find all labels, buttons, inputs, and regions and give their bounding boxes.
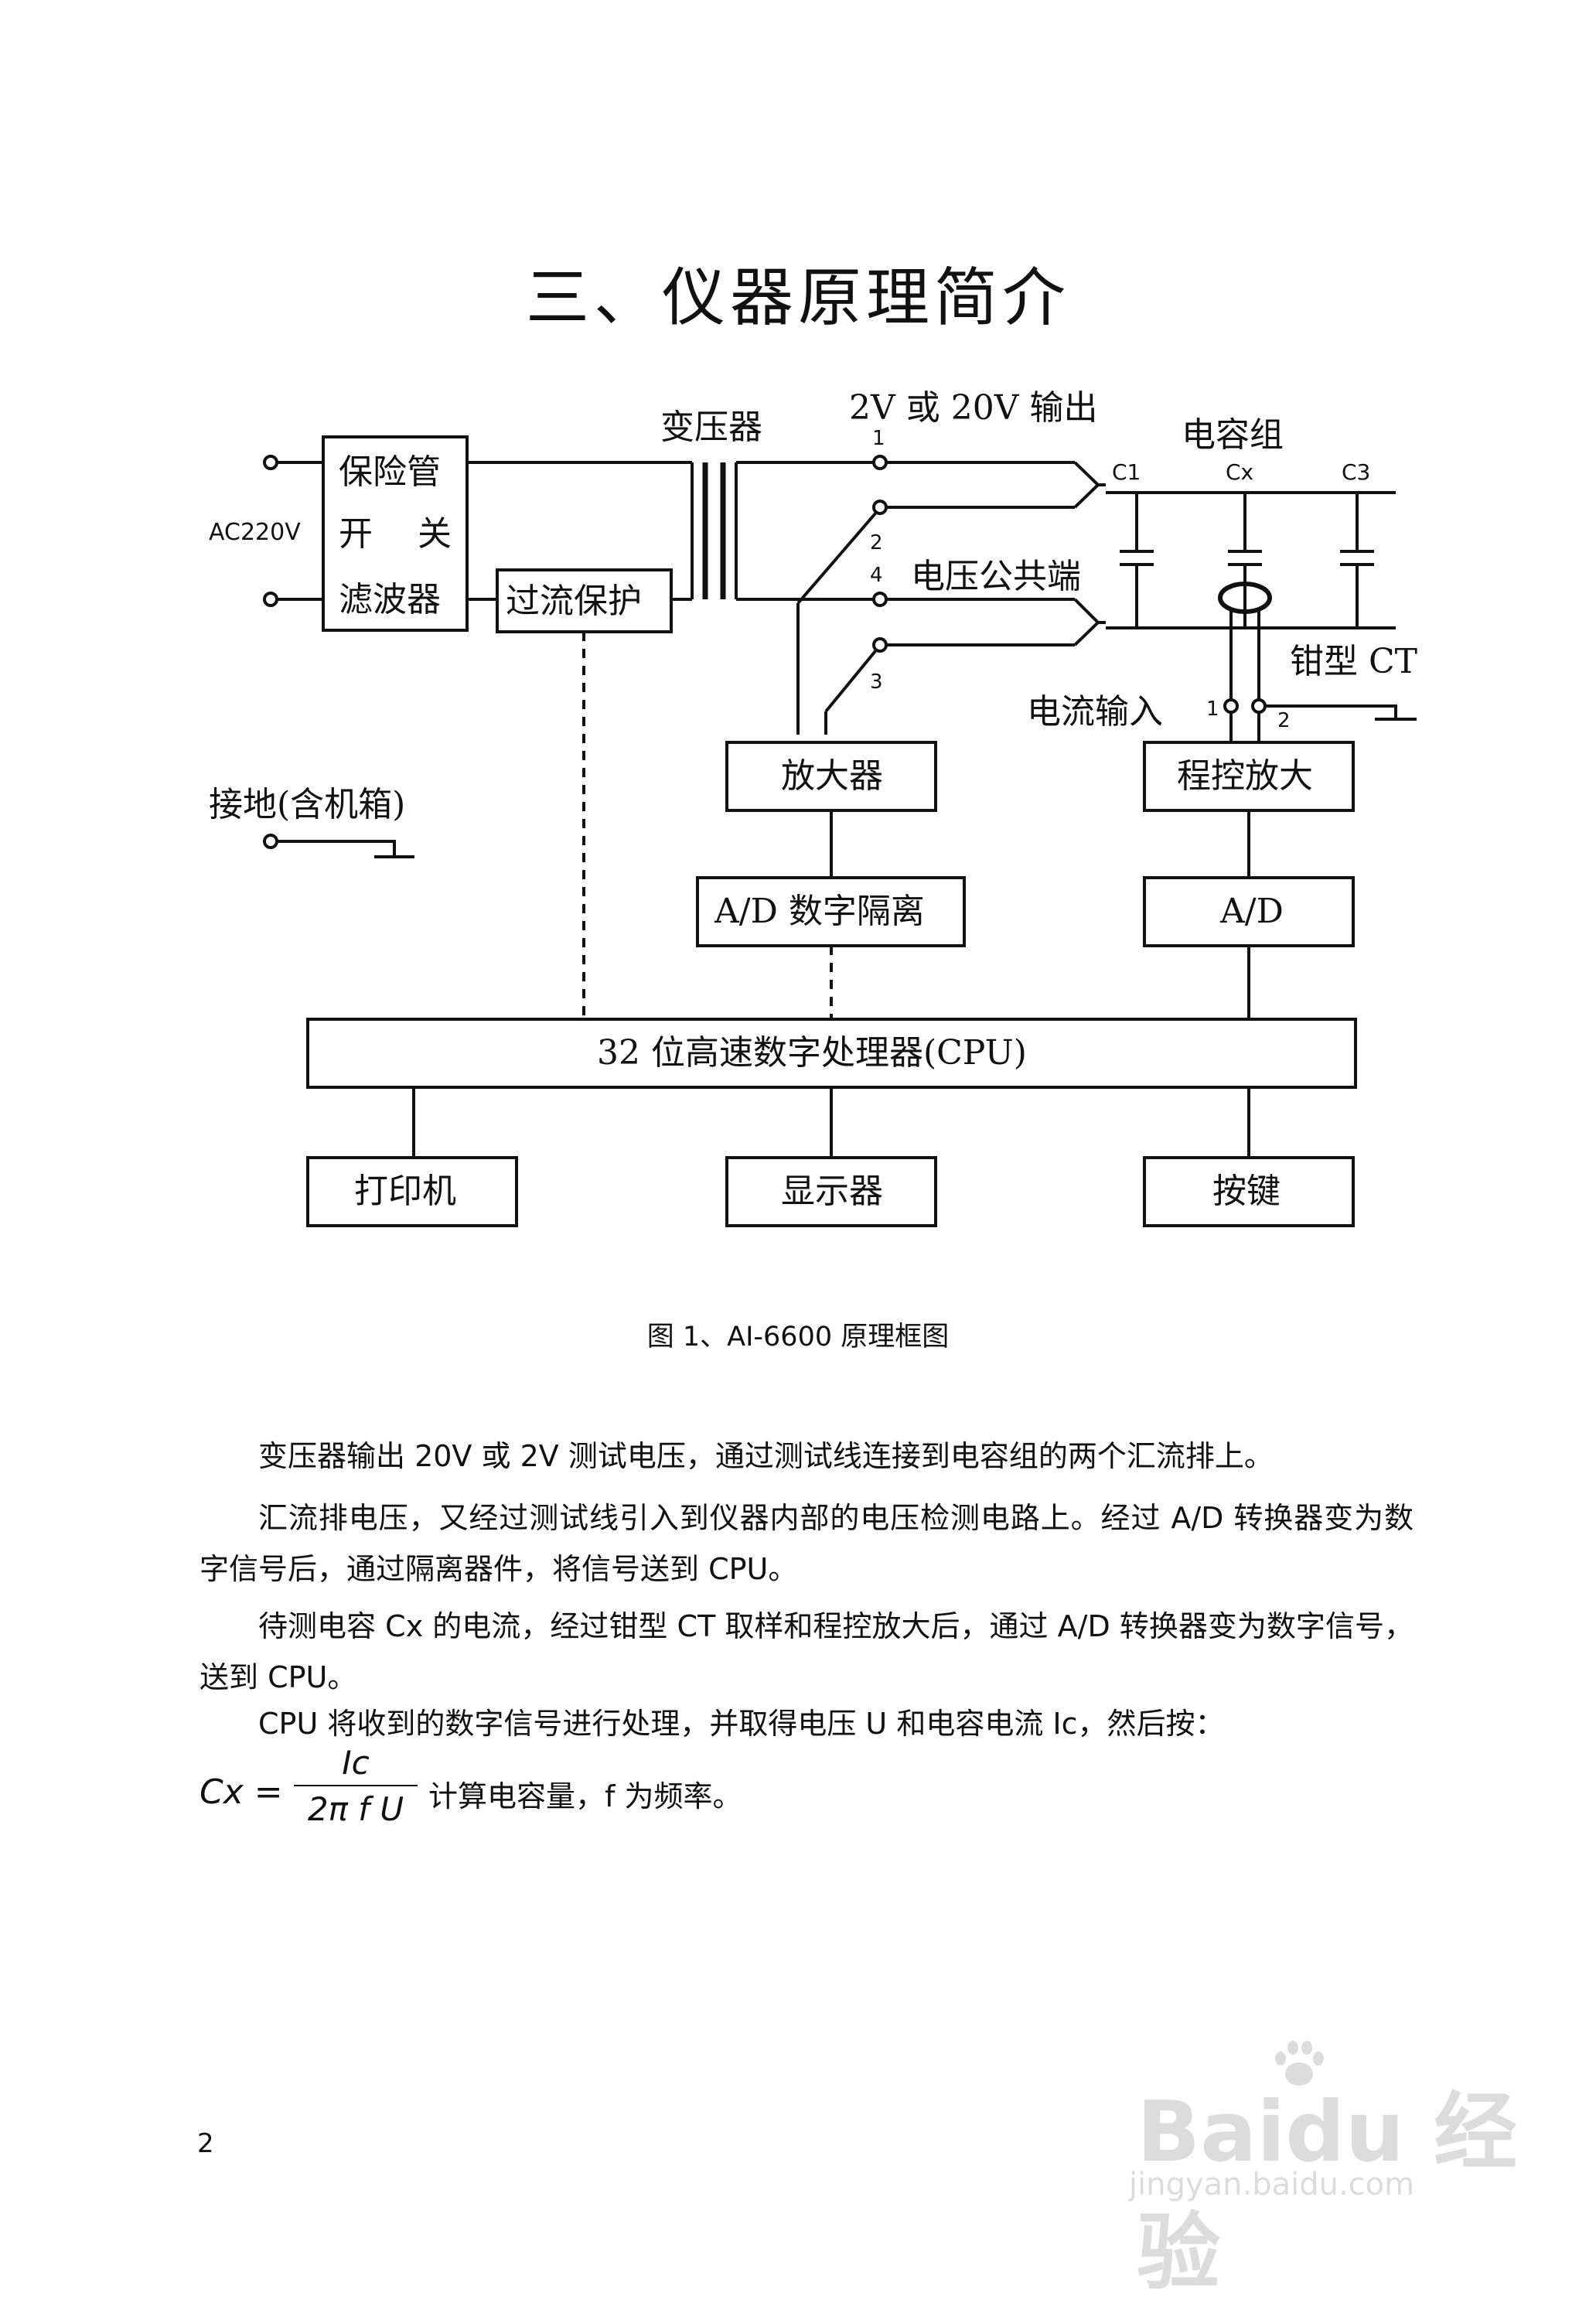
formula-denominator: 2π f U: [307, 1790, 404, 1828]
overcurrent-label: 过流保护: [506, 582, 642, 621]
clamp-ct-symbol: [1218, 582, 1272, 614]
switch-label-left: 开: [339, 514, 373, 554]
page-title: 三、仪器原理简介: [525, 261, 1070, 335]
paw-icon: [1275, 2041, 1324, 2086]
amplifier-label: 放大器: [781, 756, 883, 796]
transformer-label: 变压器: [660, 408, 762, 447]
formula-fraction: Ic 2π f U: [294, 1741, 418, 1833]
fraction-bar: [294, 1785, 418, 1786]
ct-terminal-2: 2: [1277, 709, 1291, 732]
ct-terminal-1: 1: [1206, 698, 1219, 721]
paragraph-1: 变压器输出 20V 或 2V 测试电压，通过测试线连接到电容组的两个汇流排上。: [258, 1439, 1274, 1473]
figure-caption: 图 1、AI-6600 原理框图: [646, 1322, 950, 1353]
transformer-symbol: [691, 462, 738, 599]
programmable-amplifier-label: 程控放大: [1177, 756, 1313, 796]
c3-label: C3: [1342, 459, 1370, 485]
power-input: AC220V: [209, 455, 323, 607]
c1-label: C1: [1112, 459, 1141, 485]
printer-block: [306, 1156, 518, 1227]
clamp-ct-label: 钳型 CT: [1290, 642, 1417, 681]
formula-lhs: Cx =: [200, 1772, 283, 1812]
switch-label-right: 关: [418, 514, 452, 554]
capacitor-cx: [1228, 493, 1262, 628]
keys-label: 按键: [1212, 1172, 1281, 1211]
ad-converter-label: A/D: [1219, 892, 1284, 931]
paragraph-2: 汇流排电压，又经过测试线引入到仪器内部的电压检测电路上。经过 A/D 转换器变为…: [200, 1501, 1414, 1586]
formula-numerator: Ic: [342, 1744, 370, 1782]
terminal-1: 1: [872, 427, 885, 450]
output-label: 2V 或 20V 输出: [849, 388, 1098, 428]
ground-label: 接地(含机箱): [209, 785, 405, 824]
capacitor-c1: [1120, 493, 1154, 628]
common-terminal-label: 电压公共端: [911, 557, 1081, 596]
capacitor-c3: [1340, 493, 1374, 628]
terminal-4: 4: [870, 564, 883, 587]
display-block: [725, 1156, 937, 1227]
terminal-3: 3: [870, 670, 883, 694]
schematic-diagram: AC220V 保险管 开 关 滤波器 过流保护 变压器 2V 或 20V 输出 …: [209, 388, 1417, 1227]
capacitor-group-label: 电容组: [1182, 415, 1284, 455]
paragraph-3: 待测电容 Cx 的电流，经过钳型 CT 取样和程控放大后，通过 A/D 转换器变…: [200, 1609, 1414, 1694]
cpu-label: 32 位高速数字处理器(CPU): [597, 1033, 1027, 1073]
baidu-watermark: Baidu 经验 jingyan.baidu.com: [1113, 2041, 1547, 2301]
formula-explanation: 计算电容量，f 为频率。: [428, 1779, 742, 1813]
display-label: 显示器: [781, 1172, 883, 1211]
terminal-2: 2: [870, 531, 883, 554]
paragraph-4: CPU 将收到的数字信号进行处理，并取得电压 U 和电容电流 Ic，然后按：: [258, 1707, 1225, 1741]
watermark-url: jingyan.baidu.com: [1129, 2167, 1415, 2202]
ad-isolation-label: A/D 数字隔离: [714, 892, 925, 931]
page-number: 2: [197, 2128, 214, 2159]
printer-label: 打印机: [354, 1172, 456, 1211]
keys-block: [1143, 1156, 1355, 1227]
current-input-label: 电流输入: [1027, 692, 1163, 732]
fuse-switch-filter-block: [322, 435, 469, 632]
ac-input-label: AC220V: [209, 519, 301, 546]
fuse-label: 保险管: [339, 452, 441, 492]
cx-label: Cx: [1226, 459, 1253, 485]
filter-label: 滤波器: [339, 580, 441, 619]
